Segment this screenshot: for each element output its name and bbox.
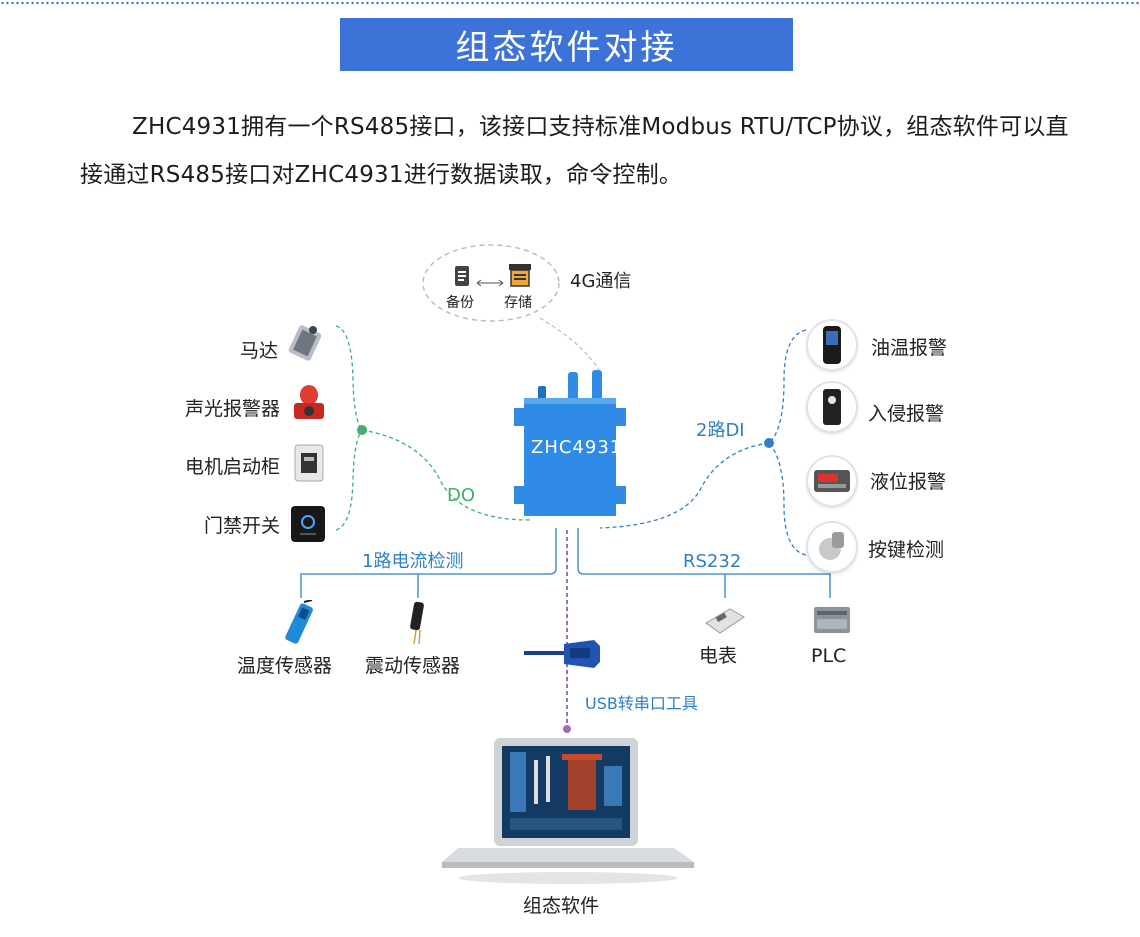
intro-paragraph: ZHC4931拥有一个RS485接口，该接口支持标准Modbus RTU/TCP…: [80, 114, 1069, 188]
backup-icon: [452, 264, 472, 288]
usb-serial-cable-icon: [522, 636, 602, 670]
current-lines: [300, 528, 557, 598]
do-item-siren: 声光报警器: [184, 398, 280, 420]
electric-meter-icon: [702, 603, 746, 637]
rs232-item-meter: 电表: [699, 645, 738, 667]
key-detect-icon: [819, 532, 844, 560]
do-lines: [335, 325, 531, 531]
di-label: 2路DI: [696, 420, 745, 441]
di-item-key-detect: 按键检测: [868, 539, 945, 561]
do-item-door-switch: 门禁开关: [203, 515, 280, 537]
key-detect-ring: [808, 523, 856, 571]
laptop-icon: [438, 736, 698, 886]
do-label: DO: [447, 485, 476, 506]
motor-icon: [287, 322, 323, 364]
intrusion-ring: [808, 383, 856, 431]
top-dotted-rule: [0, 1, 1140, 5]
storage-icon: [507, 262, 533, 288]
di-item-liquid-level: 液位报警: [870, 471, 947, 493]
intrusion-icon: [823, 389, 841, 425]
backup-label: 备份: [446, 295, 474, 311]
temperature-sensor-icon: [280, 599, 320, 648]
liquid-level-icon: [814, 470, 850, 492]
rs232-label: RS232: [683, 551, 742, 572]
vibration-sensor-icon: [406, 600, 428, 646]
liquid-level-ring: [808, 457, 856, 505]
door-switch-icon: [290, 505, 326, 543]
do-hub-dot: [357, 425, 367, 435]
oil-temp-ring: [808, 321, 856, 369]
storage-label: 存储: [504, 295, 532, 311]
usb-label: USB转串口工具: [585, 694, 698, 713]
software-label: 组态软件: [523, 895, 600, 917]
rs232-lines: [577, 528, 831, 598]
rs232-item-plc: PLC: [811, 645, 847, 667]
di-hub-dot: [764, 438, 774, 448]
di-lines: [599, 329, 807, 556]
double-arrow-icon: [475, 273, 505, 287]
current-label: 1路电流检测: [362, 551, 464, 572]
do-item-motor: 马达: [239, 340, 278, 362]
page-title: 组态软件对接: [340, 18, 793, 71]
zhc4931-device: [510, 368, 630, 528]
device-name: ZHC4931: [531, 437, 623, 458]
oil-temp-icon: [823, 326, 841, 364]
siren-icon: [290, 383, 328, 423]
current-item-temperature: 温度传感器: [237, 655, 333, 677]
cloud-4g-label: 4G通信: [570, 271, 632, 292]
di-item-intrusion: 入侵报警: [868, 403, 945, 425]
plc-icon: [813, 605, 851, 635]
current-item-vibration: 震动传感器: [365, 655, 461, 677]
di-item-oil-temp: 油温报警: [871, 337, 948, 359]
motor-cabinet-icon: [292, 443, 326, 483]
usb-end-dot: [563, 725, 571, 733]
cloud-link-line: [539, 317, 601, 373]
do-item-motor-cabinet: 电机启动柜: [184, 456, 280, 478]
storage-tag: STORAGE: [506, 259, 530, 265]
